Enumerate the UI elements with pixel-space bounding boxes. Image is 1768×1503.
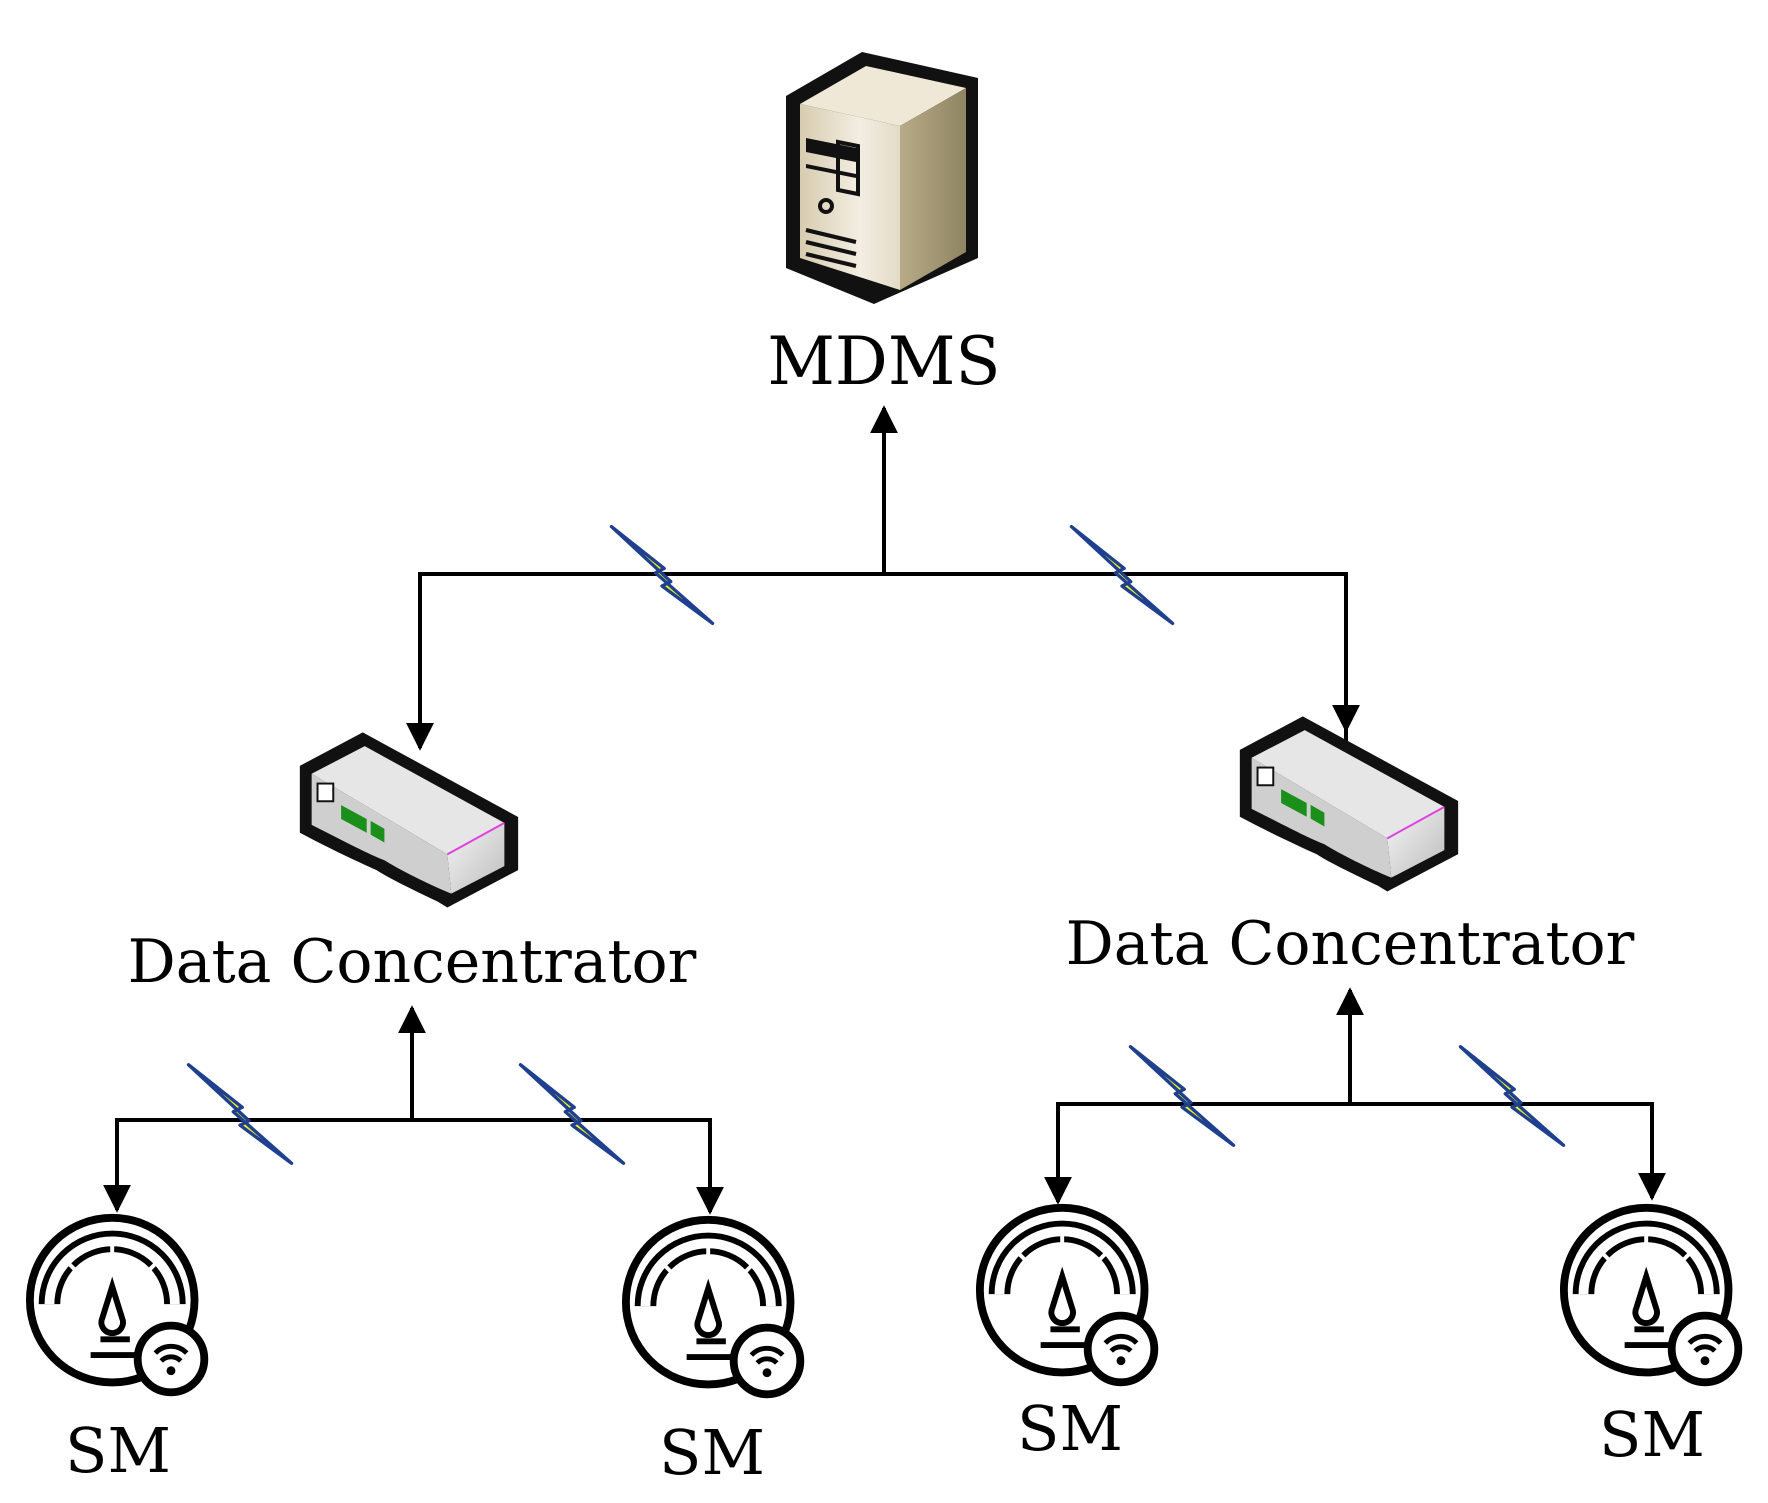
- wireless-lightning-icon: [186, 1063, 294, 1165]
- wireless-lightning-icon: [1458, 1045, 1566, 1147]
- server-tower-icon: [786, 52, 978, 304]
- concentrator-left-node: Data Concentrator: [128, 730, 697, 997]
- dc-left-bus: [115, 1118, 712, 1190]
- smart-meter-node: SM: [980, 1208, 1154, 1465]
- data-concentrator-icon: [298, 730, 520, 909]
- smart-meter-label: SM: [65, 1414, 171, 1487]
- dc-right-bus: [1056, 1102, 1654, 1170]
- concentrator-right-label: Data Concentrator: [1066, 909, 1635, 979]
- mdms-label: MDMS: [767, 323, 1000, 400]
- smart-meter-node: SM: [1564, 1208, 1738, 1471]
- concentrator-right-node: Data Concentrator: [1066, 714, 1635, 979]
- smart-meter-icon: [626, 1220, 800, 1394]
- data-concentrator-icon: [1238, 714, 1460, 893]
- wireless-lightning-icon: [518, 1063, 626, 1165]
- mdms-node: MDMS: [767, 52, 1001, 400]
- smart-meter-label: SM: [659, 1416, 765, 1489]
- smart-meter-icon: [1564, 1208, 1738, 1382]
- smart-meter-label: SM: [1017, 1392, 1123, 1465]
- smart-meter-label: SM: [1599, 1398, 1705, 1471]
- smart-meter-icon: [980, 1208, 1154, 1382]
- mdms-bus: [418, 572, 1348, 746]
- concentrator-left-label: Data Concentrator: [128, 927, 697, 997]
- smart-meter-node: SM: [30, 1218, 204, 1487]
- smart-meter-icon: [30, 1218, 204, 1392]
- smart-meter-node: SM: [626, 1220, 800, 1489]
- wireless-lightning-icon: [1128, 1045, 1236, 1147]
- connection-lines: [103, 405, 1666, 1215]
